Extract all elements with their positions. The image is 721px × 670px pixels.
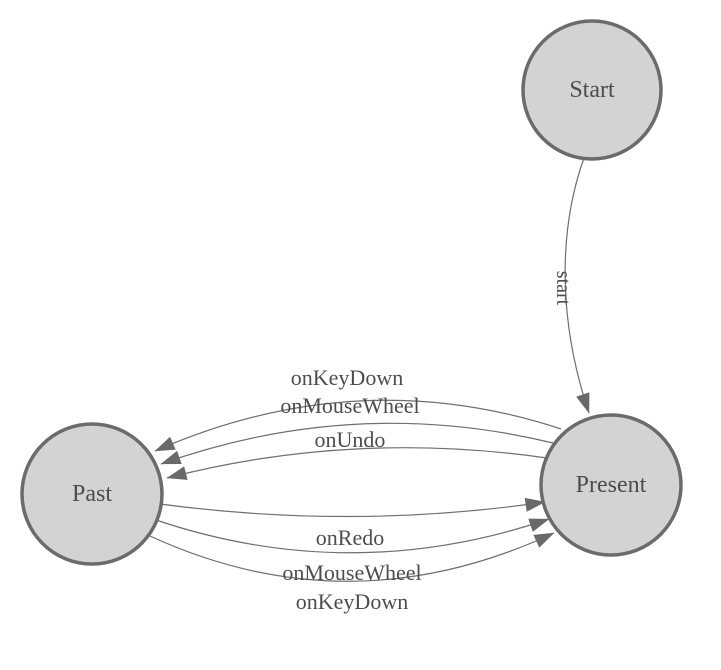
edge-label-onundo: onUndo [315,427,386,452]
edge-present-to-past-onundo [166,447,548,480]
edge-past-to-present-onkeydown [149,532,555,582]
state-node-past-label: Past [72,481,112,507]
edge-present-to-past-onkeydown [154,399,562,452]
edge-label-onmousewheel-top: onMouseWheel [280,393,419,418]
edge-label-onmousewheel-bottom: onMouseWheel [282,560,421,585]
edge-start-to-present [564,157,590,414]
state-node-start-circle [521,19,663,161]
edge-past-to-present-onredo [159,497,546,518]
edge-label-start: start [552,271,574,306]
edge-label-onkeydown-bottom: onKeyDown [296,589,408,614]
edge-label-onredo: onRedo [316,525,384,550]
state-node-present-circle [539,413,683,557]
state-node-start-label: Start [569,77,615,103]
state-node-present: Present [539,413,683,557]
edge-present-to-past-onmousewheel [160,422,554,465]
state-node-start: Start [521,19,663,161]
state-node-past: Past [20,422,164,566]
edge-label-onkeydown-top: onKeyDown [291,365,403,390]
state-node-past-circle [20,422,164,566]
edge-past-to-present-onmousewheel [155,518,550,554]
state-node-present-label: Present [576,472,647,498]
